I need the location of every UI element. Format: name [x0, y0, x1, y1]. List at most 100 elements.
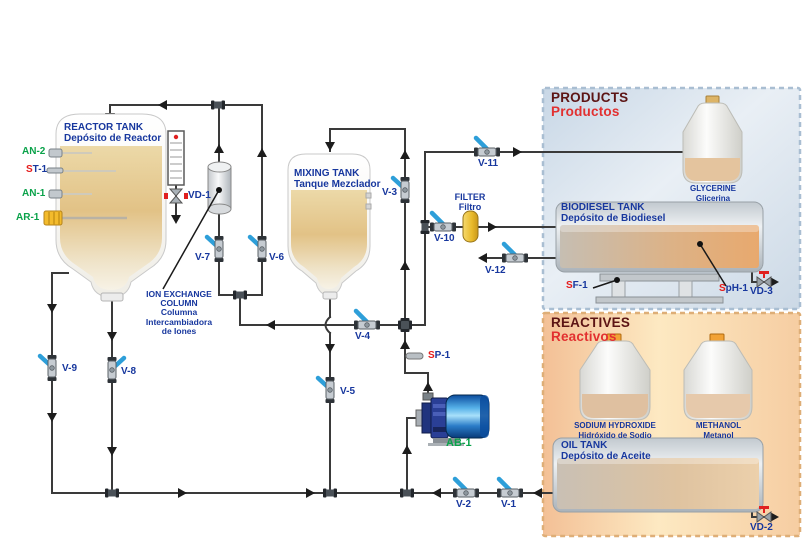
- mixing-tank-subtitle: Tanque Mezclador: [294, 179, 381, 190]
- pipe-fitting: [233, 290, 247, 300]
- methanol-label: METHANOL Metanol: [695, 421, 742, 440]
- methanol-bottle: [683, 333, 753, 421]
- flow-arrow-icon: [257, 148, 267, 157]
- flow-arrow-icon: [533, 488, 542, 498]
- flow-arrow-icon: [266, 320, 275, 330]
- valve-vd2[interactable]: [756, 506, 772, 523]
- pointer-dot: [614, 277, 620, 283]
- pipe-fitting: [420, 220, 430, 234]
- callout-pointers: [162, 189, 727, 290]
- flow-arrow-icon: [158, 100, 167, 110]
- mixing-tank: [287, 153, 372, 300]
- tank-port: [365, 203, 372, 210]
- filter-cartridge-icon: [462, 210, 479, 243]
- glycerine-bottle: [682, 95, 743, 184]
- reactor-tank: [43, 113, 167, 302]
- flow-arrow-icon: [171, 215, 181, 224]
- label-v6: V-6: [269, 252, 285, 263]
- flow-arrow-icon: [178, 488, 187, 498]
- pointer-line: [592, 279, 618, 289]
- flow-arrow-icon: [488, 222, 497, 232]
- flow-arrow-icon: [402, 445, 412, 454]
- label-v5: V-5: [340, 386, 356, 397]
- flow-arrow-icon: [423, 382, 433, 391]
- label-ab1: AB-1: [446, 437, 472, 449]
- label-st1: ST-1: [26, 164, 48, 175]
- rotameter-float: [173, 134, 179, 140]
- label-sph1: SpH-1: [719, 283, 748, 294]
- flow-arrow-icon: [325, 142, 335, 151]
- pointer-line: [162, 189, 220, 290]
- label-v10: V-10: [434, 233, 455, 244]
- reactor-subtitle: Depósito de Reactor: [64, 133, 162, 144]
- label-v11: V-11: [478, 158, 499, 169]
- an1-sensor-port-icon: [48, 189, 63, 199]
- biodiesel-title: BIODIESEL TANK: [561, 202, 645, 213]
- valve-v5[interactable]: [318, 377, 335, 403]
- label-vd1: VD-1: [188, 190, 211, 201]
- label-sf1: SF-1: [566, 280, 588, 291]
- valve-v6[interactable]: [250, 236, 267, 262]
- flow-arrow-icon: [47, 304, 57, 313]
- flow-arrow-icon: [214, 144, 224, 153]
- label-v8: V-8: [121, 366, 137, 377]
- valve-v11[interactable]: [474, 138, 500, 157]
- valve-v9[interactable]: [40, 355, 57, 381]
- tank-port: [365, 192, 372, 199]
- mixing-outlet-flange: [322, 291, 338, 300]
- label-v2: V-2: [456, 499, 472, 510]
- pipe-network: [51, 104, 772, 518]
- products-title: PRODUCTS: [551, 90, 629, 105]
- valve-v1[interactable]: [497, 479, 523, 498]
- pipe-fitting: [105, 488, 119, 498]
- reactor-outlet-flange: [100, 292, 124, 302]
- reactives-title: REACTIVES: [551, 315, 631, 330]
- oil-tank-title: OIL TANK: [561, 440, 608, 451]
- oil-tank-subtitle: Depósito de Aceite: [561, 451, 651, 462]
- valve-vd3[interactable]: [756, 271, 772, 288]
- valve-v2[interactable]: [453, 479, 479, 498]
- sodium-hydroxide-label: SODIUM HYDROXIDE Hidróxido de Sodio: [574, 421, 656, 440]
- flow-arrow-icon: [513, 147, 522, 157]
- biodiesel-tank-stand: [595, 273, 724, 304]
- valve-v4[interactable]: [354, 311, 380, 330]
- flow-arrow-icon: [400, 261, 410, 270]
- pointer-line: [699, 243, 727, 287]
- label-v4: V-4: [355, 331, 371, 342]
- label-v9: V-9: [62, 363, 78, 374]
- filter-label: FILTER Filtro: [454, 192, 486, 212]
- sp1-sensor-icon: [405, 352, 424, 360]
- pipe-fitting: [400, 318, 410, 332]
- glycerine-label: GLYCERINE Glicerina: [690, 184, 736, 203]
- pipe-fitting: [323, 488, 337, 498]
- pump-ab1[interactable]: [415, 392, 490, 446]
- ion-exchange-label: ION EXCHANGE COLUMN Columna Intercambiad…: [145, 289, 213, 336]
- flow-arrow-icon: [478, 253, 487, 263]
- valve-v10[interactable]: [430, 213, 456, 232]
- rotameter-vd1: [167, 130, 185, 186]
- valve-v12[interactable]: [502, 244, 528, 263]
- pipe-fitting: [211, 100, 225, 110]
- flow-arrow-icon: [107, 332, 117, 341]
- reactor-title: REACTOR TANK: [64, 122, 144, 133]
- oil-tank: [552, 437, 764, 513]
- biodiesel-tank: [555, 201, 764, 273]
- label-an1: AN-1: [22, 188, 46, 199]
- pipe-fitting: [400, 488, 414, 498]
- label-v3: V-3: [382, 187, 398, 198]
- an2-sensor-port-icon: [48, 148, 63, 158]
- pointer-dot: [697, 241, 703, 247]
- label-sp1: SP-1: [428, 350, 451, 361]
- st1-sensor-port-icon: [46, 167, 64, 174]
- sodium-hydroxide-bottle: [579, 333, 651, 421]
- callout-dots: [216, 187, 703, 283]
- valve-vd1[interactable]: [164, 188, 188, 204]
- label-vd2: VD-2: [750, 522, 773, 533]
- flow-arrow-icon: [107, 447, 117, 456]
- pipe-crossover: [324, 315, 332, 335]
- label-v12: V-12: [485, 265, 506, 276]
- reactives-subtitle: Reactivos: [551, 329, 617, 344]
- flow-arrow-icon: [432, 488, 441, 498]
